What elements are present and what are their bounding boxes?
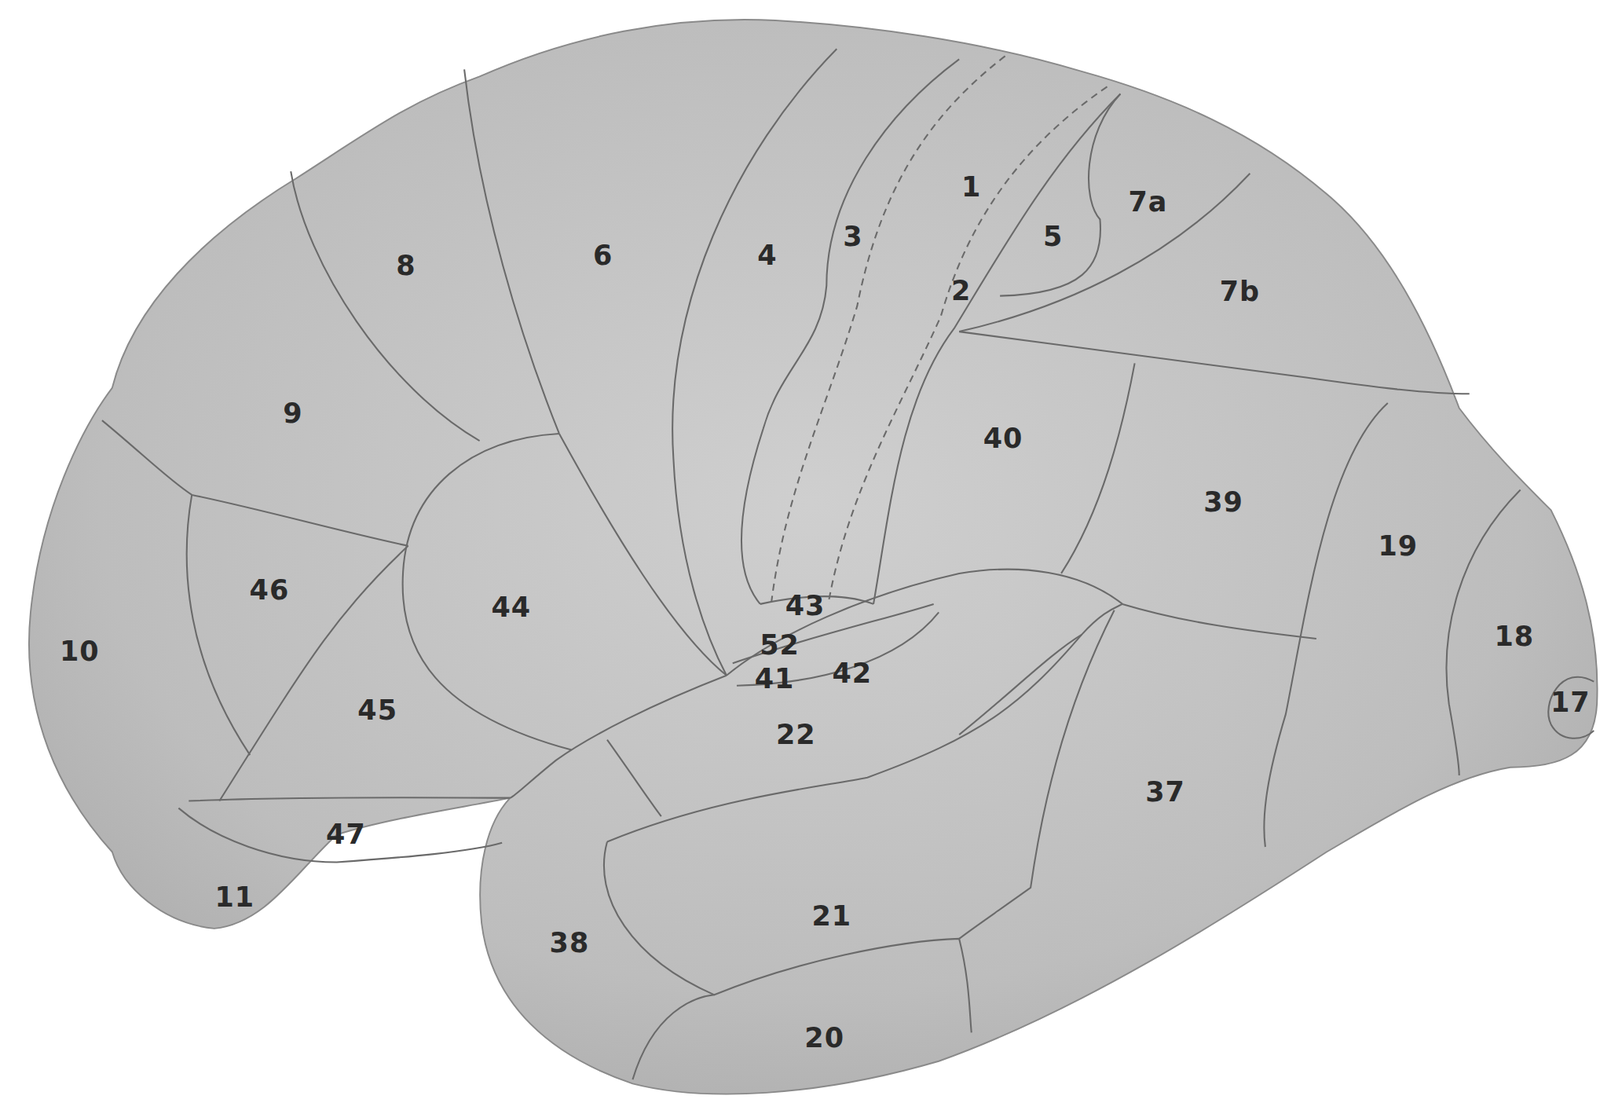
boundary-line	[873, 93, 1121, 604]
area-number: 19	[1377, 531, 1418, 560]
area-number: 4	[757, 241, 777, 269]
area-number: 11	[214, 882, 255, 911]
area-number: 46	[249, 575, 290, 604]
area-number: 2	[951, 277, 971, 305]
boundary-line	[632, 994, 714, 1080]
area-number: 47	[325, 820, 367, 849]
area-number: 17	[1550, 688, 1591, 716]
boundary-line	[102, 420, 409, 546]
boundary-line	[178, 808, 502, 863]
boundary-line	[186, 494, 251, 755]
boundary-line	[464, 69, 560, 434]
area-number: 22	[776, 721, 817, 749]
boundary-line	[741, 58, 960, 605]
boundary-line	[559, 433, 727, 676]
boundary-line	[188, 797, 510, 801]
area-number: 41	[754, 664, 795, 692]
boundary-line	[290, 171, 480, 441]
boundary-line	[1548, 677, 1594, 739]
boundary-line	[604, 842, 972, 1033]
area-boundaries	[102, 48, 1594, 1080]
boundary-line	[1061, 362, 1136, 574]
boundary-line	[959, 610, 1114, 939]
area-number: 39	[1203, 488, 1244, 517]
area-number: 7b	[1219, 278, 1260, 306]
boundary-line	[999, 93, 1121, 296]
area-number: 20	[804, 1023, 845, 1051]
area-number: 1	[961, 172, 982, 201]
area-number: 18	[1494, 622, 1535, 651]
area-number: 8	[395, 251, 416, 279]
area-number: 42	[831, 659, 872, 688]
area-number: 37	[1145, 777, 1186, 806]
area-number: 5	[1043, 223, 1063, 251]
area-number: 38	[549, 929, 590, 957]
boundary-line	[402, 433, 572, 751]
area-number: 45	[357, 695, 398, 724]
boundary-line	[672, 48, 837, 675]
area-number: 9	[282, 399, 303, 428]
boundary-line	[607, 739, 662, 817]
area-number: 3	[842, 223, 863, 251]
area-number: 52	[759, 630, 800, 659]
area-number: 7a	[1127, 188, 1168, 217]
area-number: 43	[785, 592, 826, 620]
area-number: 6	[593, 241, 613, 269]
area-number: 44	[490, 593, 531, 621]
brain-outline	[29, 19, 1598, 1095]
boundary-line	[959, 634, 1082, 735]
boundary-line	[828, 86, 1108, 602]
boundary-line	[732, 604, 934, 663]
area-number: 40	[983, 424, 1024, 453]
area-number: 10	[59, 637, 100, 665]
boundary-line	[219, 545, 408, 802]
boundary-line	[959, 173, 1250, 332]
boundary-line	[1263, 402, 1388, 847]
boundary-line	[959, 331, 1470, 394]
boundary-line	[726, 569, 1317, 676]
boundary-line	[510, 675, 727, 799]
area-number: 21	[811, 902, 852, 930]
